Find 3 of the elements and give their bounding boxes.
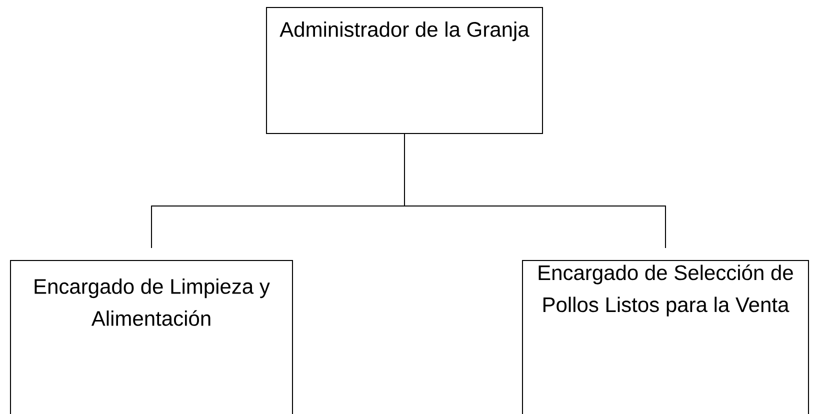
org-box: Administrador de la Granja [266,7,543,134]
org-box: Encargado de Selección de Pollos Listos para la Venta [522,260,809,414]
org-box: Encargado de Limpieza y Alimentación [10,260,293,414]
